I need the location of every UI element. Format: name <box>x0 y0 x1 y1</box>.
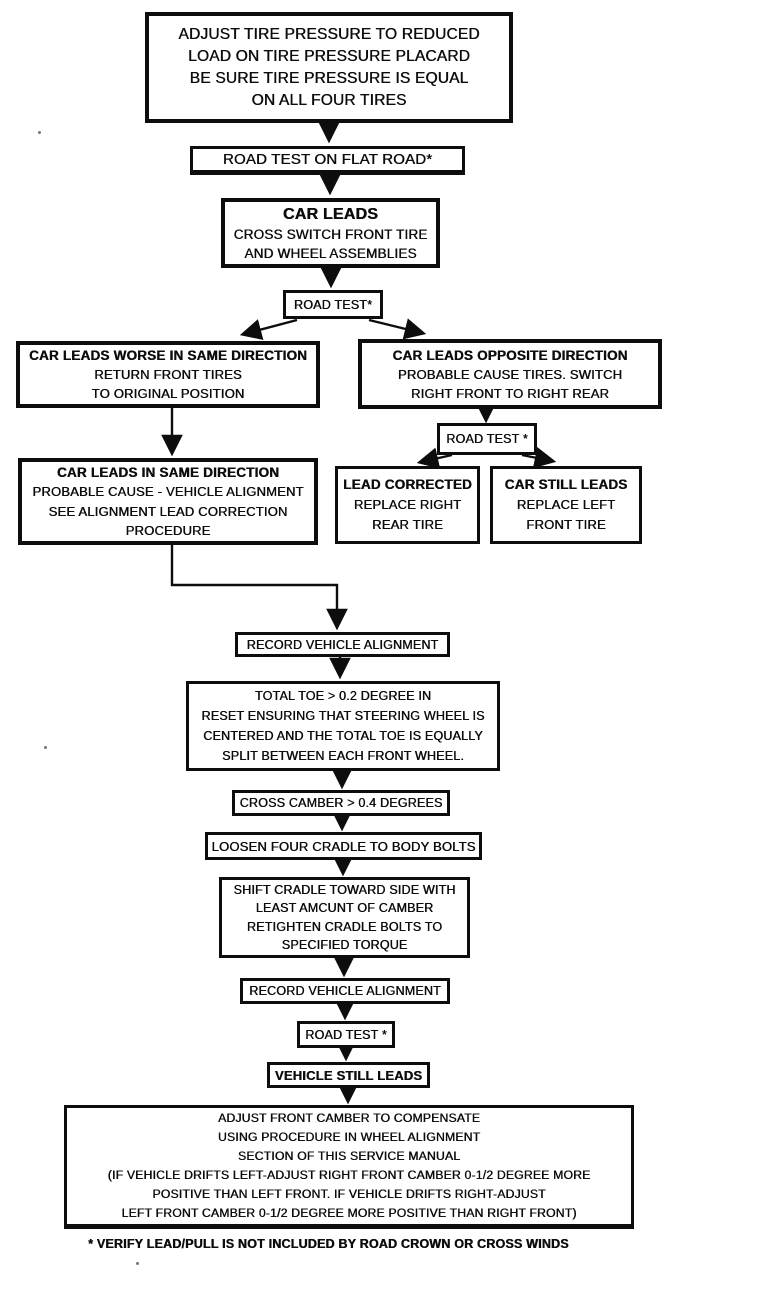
node-car-leads: CAR LEADS CROSS SWITCH FRONT TIRE AND WH… <box>221 198 440 268</box>
node-label: ROAD TEST * <box>446 432 528 446</box>
node-text-line: FRONT TIRE <box>526 517 606 532</box>
node-text-line: RIGHT FRONT TO RIGHT REAR <box>410 385 610 401</box>
node-adjust-tire-pressure: ADJUST TIRE PRESSURE TO REDUCED LOAD ON … <box>145 12 513 123</box>
node-road-test-flat-road: ROAD TEST ON FLAT ROAD* <box>190 146 465 175</box>
node-text-line: ADJUST TIRE PRESSURE TO REDUCED <box>178 25 480 43</box>
node-record-vehicle-alignment-2: RECORD VEHICLE ALIGNMENT <box>240 978 450 1004</box>
node-text-line: SPECIFIED TORQUE <box>281 938 408 952</box>
node-text-line: PROBABLE CAUSE - VEHICLE ALIGNMENT <box>32 484 304 499</box>
node-road-test-1: ROAD TEST* <box>283 290 383 319</box>
node-text-line: SECTION OF THIS SERVICE MANUAL <box>237 1149 461 1163</box>
scan-speck <box>44 746 47 749</box>
node-text-line: ON ALL FOUR TIRES <box>251 91 407 109</box>
node-text-line: PROCEDURE <box>125 523 211 538</box>
node-text-line: BE SURE TIRE PRESSURE IS EQUAL <box>189 69 469 87</box>
node-record-vehicle-alignment-1: RECORD VEHICLE ALIGNMENT <box>235 632 450 657</box>
node-text-line: SPLIT BETWEEN EACH FRONT WHEEL. <box>222 749 464 763</box>
node-car-still-leads: CAR STILL LEADS REPLACE LEFT FRONT TIRE <box>490 466 642 544</box>
node-title: LEAD CORRECTED <box>343 477 472 492</box>
node-text-line: RETIGHTEN CRADLE BOLTS TO <box>246 919 443 934</box>
node-car-leads-same-direction: CAR LEADS IN SAME DIRECTION PROBABLE CAU… <box>18 458 318 545</box>
node-car-leads-opposite-direction: CAR LEADS OPPOSITE DIRECTION PROBABLE CA… <box>358 339 662 409</box>
node-vehicle-still-leads: VEHICLE STILL LEADS <box>267 1062 430 1088</box>
node-title: CAR LEADS WORSE IN SAME DIRECTION <box>28 348 308 363</box>
node-label: ROAD TEST* <box>293 297 373 312</box>
node-text-line: REPLACE LEFT <box>516 497 616 512</box>
node-text-line: (IF VEHICLE DRIFTS LEFT-ADJUST RIGHT FRO… <box>107 1168 591 1182</box>
node-label: ROAD TEST ON FLAT ROAD* <box>222 151 433 168</box>
node-text-line: LEFT FRONT CAMBER 0-1/2 DEGREE MORE POSI… <box>121 1206 577 1220</box>
node-text-line: RESET ENSURING THAT STEERING WHEEL IS <box>201 709 485 723</box>
node-text-line: TO ORIGINAL POSITION <box>91 386 245 401</box>
node-total-toe: TOTAL TOE > 0.2 DEGREE IN RESET ENSURING… <box>186 681 500 771</box>
node-text-line: AND WHEEL ASSEMBLIES <box>244 245 417 261</box>
node-title: CAR STILL LEADS <box>504 477 628 492</box>
scan-speck <box>136 1262 139 1265</box>
road-crown-footnote: * VERIFY LEAD/PULL IS NOT INCLUDED BY RO… <box>88 1237 569 1251</box>
node-label: VEHICLE STILL LEADS <box>274 1067 423 1083</box>
node-adjust-front-camber: ADJUST FRONT CAMBER TO COMPENSATE USING … <box>64 1105 634 1229</box>
node-text-line: ADJUST FRONT CAMBER TO COMPENSATE <box>217 1111 481 1125</box>
node-text-line: SEE ALIGNMENT LEAD CORRECTION <box>48 503 288 519</box>
node-loosen-cradle-bolts: LOOSEN FOUR CRADLE TO BODY BOLTS <box>205 832 482 860</box>
node-lead-corrected: LEAD CORRECTED REPLACE RIGHT REAR TIRE <box>335 466 480 544</box>
arrow-roadtest1-to-leads-worse <box>239 318 298 341</box>
node-title: CAR LEADS <box>282 205 379 223</box>
node-title: CAR LEADS IN SAME DIRECTION <box>56 464 280 480</box>
node-label: CROSS CAMBER > 0.4 DEGREES <box>239 796 443 810</box>
node-road-test-2: ROAD TEST * <box>437 423 537 455</box>
node-text-line: TOTAL TOE > 0.2 DEGREE IN <box>254 689 432 703</box>
node-label: LOOSEN FOUR CRADLE TO BODY BOLTS <box>211 838 476 854</box>
node-text-line: CROSS SWITCH FRONT TIRE <box>233 226 428 242</box>
node-text-line: USING PROCEDURE IN WHEEL ALIGNMENT <box>217 1130 481 1144</box>
node-road-test-3: ROAD TEST * <box>297 1021 395 1048</box>
arrow-roadtest2-to-still-leads <box>521 447 557 469</box>
node-text-line: CENTERED AND THE TOTAL TOE IS EQUALLY <box>203 729 483 743</box>
node-text-line: SHIFT CRADLE TOWARD SIDE WITH <box>233 882 456 897</box>
node-text-line: REPLACE RIGHT <box>353 497 462 512</box>
node-text-line: REAR TIRE <box>372 517 443 532</box>
scan-speck <box>38 131 41 134</box>
elbow-leads-same-to-record1 <box>170 545 348 631</box>
node-shift-cradle: SHIFT CRADLE TOWARD SIDE WITH LEAST AMCU… <box>219 877 470 958</box>
node-label: RECORD VEHICLE ALIGNMENT <box>249 984 441 998</box>
node-text-line: LOAD ON TIRE PRESSURE PLACARD <box>188 47 470 65</box>
arrow-roadtest2-to-lead-corrected <box>416 447 453 469</box>
node-text-line: POSITIVE THAN LEFT FRONT. IF VEHICLE DRI… <box>152 1187 546 1201</box>
node-cross-camber: CROSS CAMBER > 0.4 DEGREES <box>232 790 450 816</box>
node-title: CAR LEADS OPPOSITE DIRECTION <box>392 347 628 363</box>
node-text-line: PROBABLE CAUSE TIRES. SWITCH <box>397 366 623 382</box>
arrow-roadtest1-to-leads-opposite <box>368 318 427 340</box>
node-label: ROAD TEST * <box>305 1027 387 1042</box>
node-text-line: LEAST AMCUNT OF CAMBER <box>255 901 434 915</box>
node-label: RECORD VEHICLE ALIGNMENT <box>246 637 439 652</box>
node-car-leads-worse-same-direction: CAR LEADS WORSE IN SAME DIRECTION RETURN… <box>16 341 320 408</box>
node-text-line: RETURN FRONT TIRES <box>94 367 242 382</box>
